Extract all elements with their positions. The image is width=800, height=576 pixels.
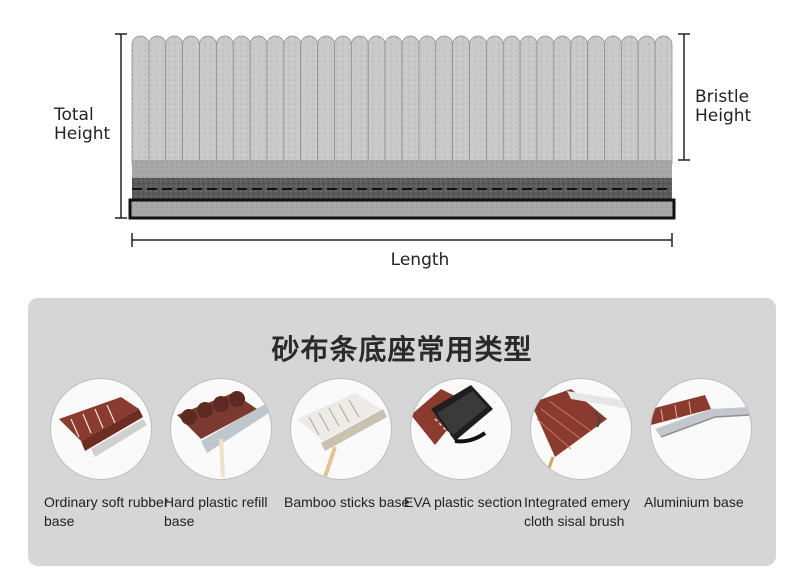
bristle-strip [334,35,352,165]
bristle-strip [553,35,572,165]
bristle-strip [469,35,487,165]
bristle-root-layer [132,160,672,180]
bristle-strip [165,35,184,165]
bristle-strip [232,35,251,165]
bristle-strips [131,35,673,165]
bristle-strip [215,35,234,165]
caption: Bamboo sticks base [284,494,410,510]
bristle-strip [654,35,673,165]
bristle-strip [502,35,521,165]
bristle-strip [485,35,504,165]
length-dimension [131,233,673,247]
bristle-strip [199,35,217,165]
bristle-strip [317,35,335,165]
bristle-strip [401,35,420,165]
hard-plastic-base-image [170,378,272,480]
brush-illustration [115,33,690,247]
bristle-strip [435,35,454,165]
bristle-strip [367,35,386,165]
bristle-strip [570,35,589,165]
bristle-strip [587,35,605,165]
panel-title: 砂布条底座常用类型 [271,333,533,366]
bristle-strip [620,35,639,165]
bristle-height-label: Bristle Height [695,87,752,126]
bristle-strip [536,35,555,165]
bristle-strip [283,35,302,165]
length-label: Length [390,250,450,270]
bristle-strip [300,35,319,165]
eva-plastic-section-image [410,378,512,480]
base-types-panel: 砂布条底座常用类型 Ordinary soft rubber base [28,298,776,566]
brush-dimension-diagram: Total Height Bristle Height Length [54,33,752,270]
bristle-strip [249,35,268,165]
aluminium-base-image [650,378,752,480]
bristle-strip [418,35,437,165]
bristle-strip [148,35,167,165]
bristle-strip [350,35,369,165]
bristle-strip [182,35,200,165]
caption: Aluminium base [644,494,744,510]
bristle-strip [266,35,285,165]
total-height-dimension [115,33,127,219]
bamboo-sticks-base-image [290,378,392,480]
bristle-strip [637,35,656,165]
base-strip [128,198,676,220]
caption: Ordinary soft rubber base [44,494,169,529]
bristle-strip [604,35,622,165]
integrated-emery-sisal-image [530,378,632,480]
bristle-height-dimension [678,33,690,161]
bristle-strip [131,35,150,165]
caption: EVA plastic section [404,494,523,510]
caption: Hard plastic refill base [164,494,268,529]
bristle-strip [452,35,470,165]
total-height-label: Total Height [54,105,111,144]
bristle-strip [519,35,538,165]
soft-rubber-base-image [50,378,152,480]
bristle-strip [384,35,403,165]
caption: Integrated emery cloth sisal brush [524,494,630,529]
